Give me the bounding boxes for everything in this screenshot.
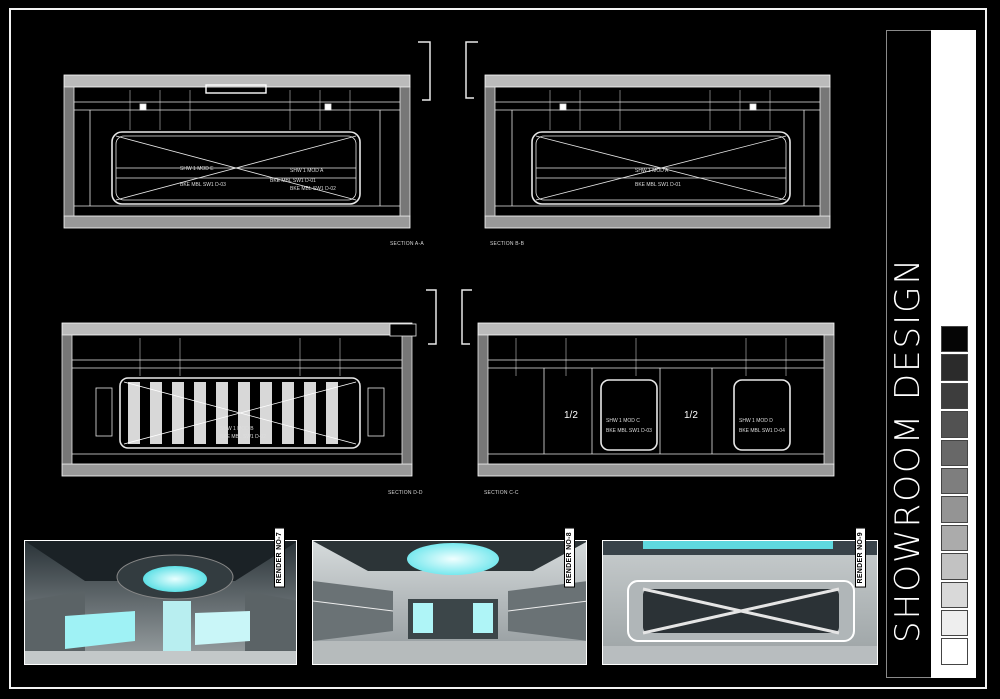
render-9-label: RENDER NO-9 <box>855 528 866 588</box>
section-b-tag-1: SHW 1 MOD A <box>635 168 669 174</box>
section-c-ratio-1: 1/2 <box>564 410 578 421</box>
render-7-label: RENDER NO-7 <box>274 528 285 588</box>
section-a-tag-2: BKE MBL SW1 D-03 <box>180 182 226 188</box>
gray-swatch <box>941 609 968 637</box>
gray-swatch <box>941 354 968 381</box>
gray-swatch <box>941 411 968 438</box>
section-d-tag-1: SHW 1 MOD B <box>220 426 254 432</box>
render-9-image <box>602 540 878 665</box>
section-d-tag-2: BKE MBL SW1 D-02 <box>220 434 266 440</box>
gray-swatch <box>941 581 968 608</box>
section-d-label: SECTION D-D <box>388 490 423 496</box>
section-a-tag-1: SHW 1 MOD E <box>180 166 214 172</box>
section-a-tag-5: BKE MBL SW1 D-02 <box>290 186 336 192</box>
gray-swatch <box>941 326 968 353</box>
section-b-label: SECTION B-B <box>490 241 525 247</box>
section-c-tag-2: BKE MBL SW1 D-03 <box>606 428 652 434</box>
section-c-drawing: SHW 1 MOD C BKE MBL SW1 D-03 SHW 1 MOD D… <box>456 288 840 488</box>
section-c-tag-4: BKE MBL SW1 D-04 <box>739 428 785 434</box>
render-8-label: RENDER NO-8 <box>564 528 575 588</box>
section-d-drawing: SHW 1 MOD B BKE MBL SW1 D-02 <box>60 288 440 488</box>
render-7-image <box>24 540 297 665</box>
gray-swatch <box>941 553 968 580</box>
section-a-label: SECTION A-A <box>390 241 424 247</box>
gray-swatch <box>941 638 968 665</box>
gray-swatch <box>941 439 968 466</box>
section-c-ratio-2: 1/2 <box>684 410 698 421</box>
gray-swatch <box>941 496 968 523</box>
render-8-image <box>312 540 587 665</box>
gray-swatch-column <box>941 326 968 667</box>
gray-swatch <box>941 382 968 410</box>
section-a-tag-4: BKE MBL SW1 D-01 <box>270 178 316 184</box>
section-a-drawing: SHW 1 MOD E BKE MBL SW1 D-03 SHW 1 MOD A… <box>60 40 435 250</box>
section-c-label: SECTION C-C <box>484 490 519 496</box>
sheet-title: SHOWROOM DESIGN <box>883 240 933 660</box>
gray-swatch <box>941 467 968 495</box>
gray-swatch <box>941 524 968 552</box>
section-a-tag-3: SHW 1 MOD A <box>290 168 324 174</box>
section-c-tag-3: SHW 1 MOD D <box>739 418 773 424</box>
sheet-border <box>9 8 987 689</box>
section-b-drawing: SHW 1 MOD A BKE MBL SW1 D-01 <box>460 40 840 250</box>
sheet-title-text: SHOWROOM DESIGN <box>888 257 928 643</box>
section-b-tag-2: BKE MBL SW1 D-01 <box>635 182 681 188</box>
section-c-tag-1: SHW 1 MOD C <box>606 418 640 424</box>
